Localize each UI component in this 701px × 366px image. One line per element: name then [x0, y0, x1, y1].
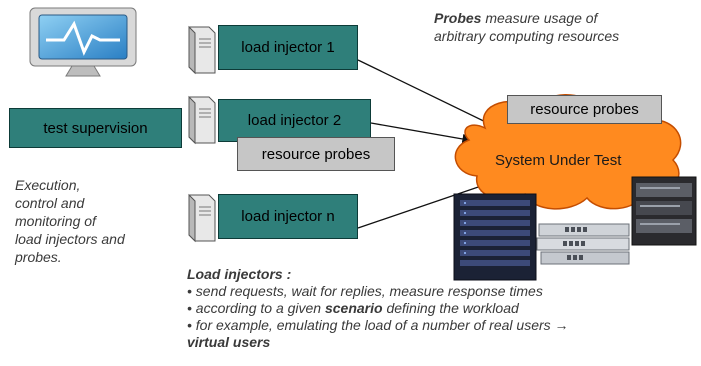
- virtual-users-term: virtual users: [187, 334, 271, 350]
- resource-probes-label: resource probes: [261, 145, 371, 163]
- load-injector-n-label: load injector n: [241, 208, 335, 225]
- probes-note-bold: Probes: [434, 10, 482, 26]
- load-injector-1-label: load injector 1: [241, 39, 335, 56]
- sut-label: System Under Test: [495, 152, 622, 169]
- supervision-note-line: Execution,: [15, 177, 81, 193]
- supervision-note-line: load injectors and: [15, 231, 125, 247]
- test-supervision-box: test supervision: [9, 108, 182, 148]
- probes-note-line1: measure usage of: [481, 10, 598, 26]
- resource-probes-box: resource probes: [237, 137, 395, 171]
- supervision-note-line: probes.: [15, 249, 62, 265]
- description-text: • according to a given: [187, 300, 325, 316]
- server-tower-icon: [188, 193, 216, 243]
- arrow-injectorn: [357, 181, 492, 229]
- description-line: • for example, emulating the load of a n…: [187, 317, 569, 333]
- server-tower-icon: [188, 95, 216, 145]
- supervision-note: Execution, control and monitoring of loa…: [15, 176, 185, 266]
- test-supervision-label: test supervision: [43, 119, 148, 137]
- probes-note: Probes measure usage of arbitrary comput…: [434, 9, 694, 45]
- probes-note-line2: arbitrary computing resources: [434, 28, 620, 44]
- load-injectors-heading: Load injectors :: [187, 266, 292, 282]
- rack-server-icon: [453, 193, 537, 281]
- resource-probes-top-label: resource probes: [530, 101, 639, 118]
- load-injector-1-box: load injector 1: [218, 25, 358, 70]
- load-injector-n-box: load injector n: [218, 194, 358, 239]
- load-injector-2-box: load injector 2: [218, 99, 371, 142]
- description-text: defining the workload: [382, 300, 519, 316]
- supervision-note-line: control and: [15, 195, 85, 211]
- rack-server-icon: [631, 176, 697, 246]
- monitor-icon: [29, 7, 137, 77]
- scenario-term: scenario: [324, 300, 383, 316]
- arrow-injector1: [357, 59, 500, 129]
- resource-probes-top-box: resource probes: [507, 95, 662, 124]
- load-injector-2-label: load injector 2: [247, 112, 342, 129]
- arrow-injector2: [370, 122, 476, 145]
- description-line: • according to a given scenario defining…: [187, 300, 697, 317]
- supervision-note-line: monitoring of: [15, 213, 96, 229]
- server-tower-icon: [188, 25, 216, 75]
- network-switch-icon: [536, 223, 630, 265]
- load-injectors-description: Load injectors : • send requests, wait f…: [187, 266, 697, 351]
- description-line: • send requests, wait for replies, measu…: [187, 283, 543, 299]
